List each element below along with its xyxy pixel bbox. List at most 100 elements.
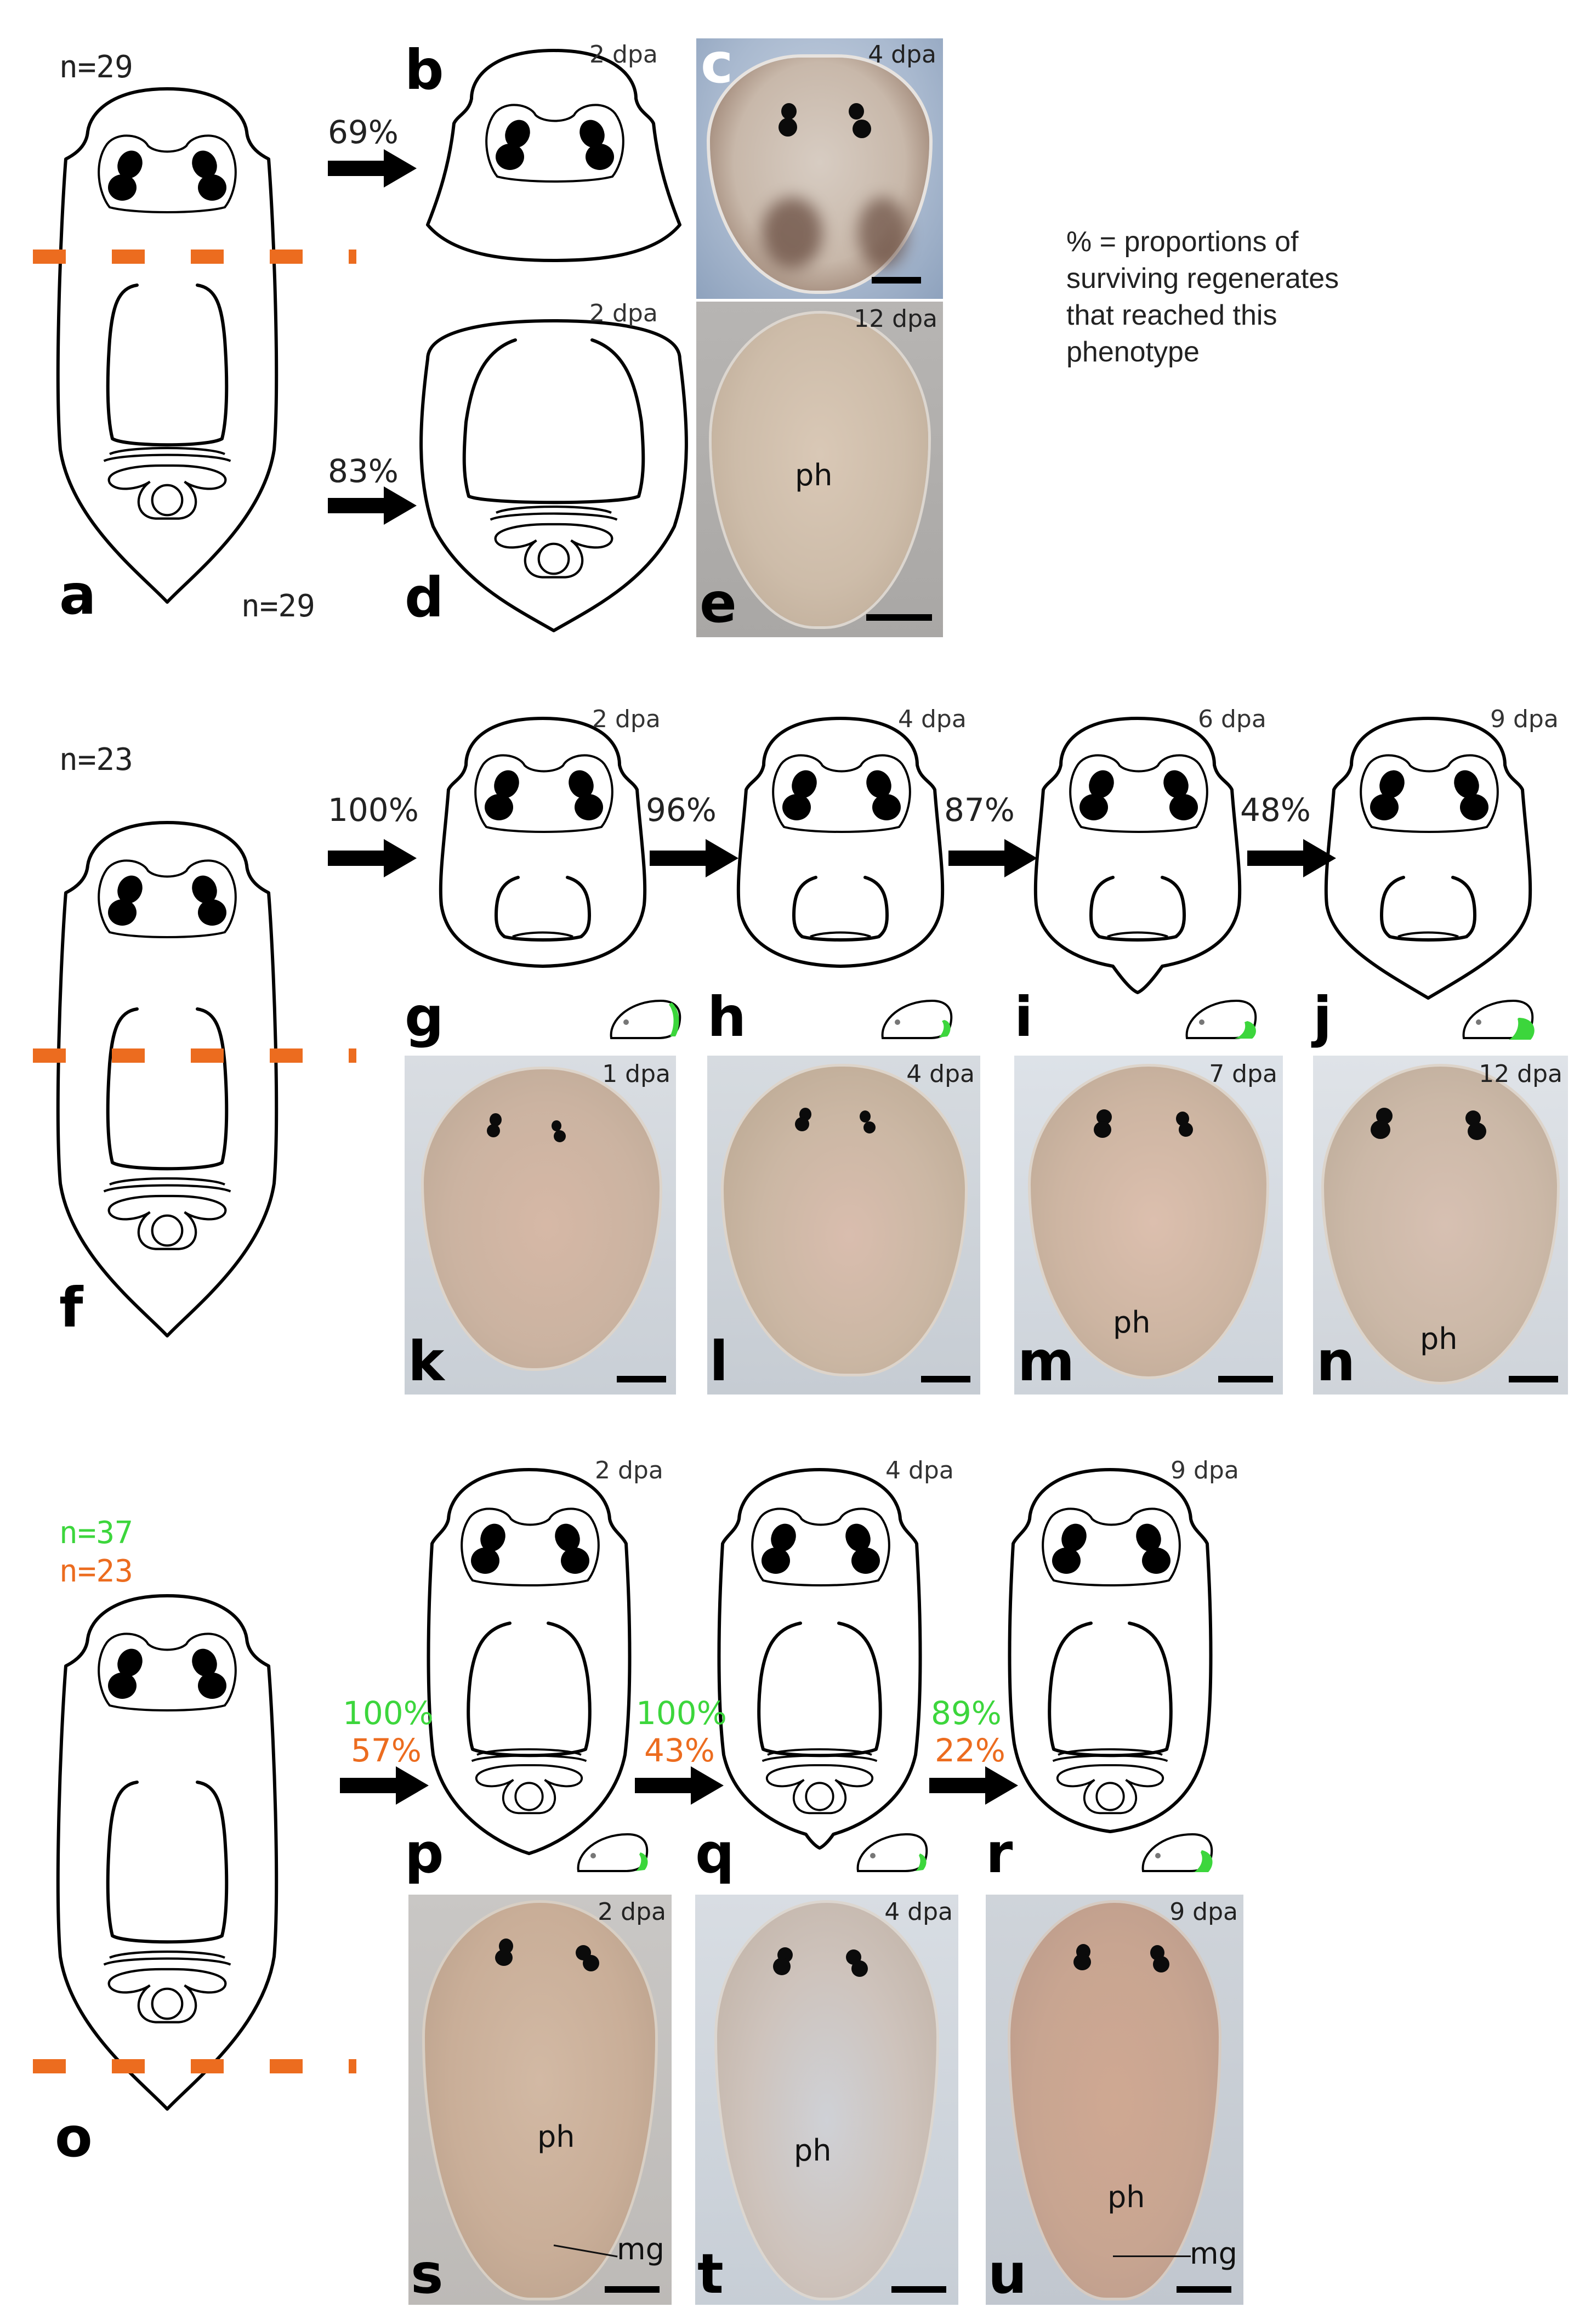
panel-label-u: u <box>988 2242 1027 2305</box>
tail-regenerate-p <box>427 1468 632 1855</box>
sample-size-o-green: n=37 <box>59 1515 133 1551</box>
arrow-to-q <box>635 1766 724 1805</box>
dpa-label-p: 2 dpa <box>595 1456 663 1484</box>
dpa-label-n: 12 dpa <box>1479 1060 1562 1088</box>
pharynx-label-n: ph <box>1420 1322 1458 1356</box>
photo-s: ph mg 2 dpa s <box>408 1895 672 2305</box>
pharynx-label-u: ph <box>1107 2180 1145 2214</box>
side-view-icon-i <box>1185 999 1257 1039</box>
scale-bar <box>1509 1376 1558 1382</box>
panel-label-a: a <box>59 563 96 627</box>
panel-label-g: g <box>405 985 444 1049</box>
percent-r-orange: 22% <box>935 1732 1005 1769</box>
photo-u: ph mg 9 dpa u <box>986 1895 1243 2305</box>
percent-d: 83% <box>328 452 399 490</box>
sample-size-o-orange: n=23 <box>59 1554 133 1589</box>
scale-bar <box>921 1376 970 1382</box>
panel-label-k: k <box>408 1329 445 1393</box>
arrow-to-r <box>929 1766 1018 1805</box>
side-view-icon-r <box>1141 1833 1213 1872</box>
worm-outline-b <box>426 49 681 262</box>
panel-label-d: d <box>405 565 444 630</box>
legend-note: % = proportions of surviving regenerates… <box>1066 226 1339 368</box>
scale-bar <box>866 614 932 621</box>
side-view-icon-q <box>856 1833 928 1872</box>
worm-outline-d <box>419 319 688 632</box>
panel-label-b: b <box>405 38 444 102</box>
dpa-label-l: 4 dpa <box>906 1060 975 1088</box>
pharynx-label-s: ph <box>537 2119 575 2154</box>
dpa-label-q: 4 dpa <box>885 1456 954 1484</box>
panel-label-e: e <box>700 571 737 635</box>
panel-label-c: c <box>701 38 734 95</box>
panel-label-l: l <box>709 1329 729 1393</box>
scale-bar <box>605 2286 660 2293</box>
percent-r-green: 89% <box>931 1694 1002 1732</box>
dpa-label-c: 4 dpa <box>868 41 936 69</box>
scale-bar <box>872 277 921 284</box>
worm-outline-a <box>56 87 279 604</box>
dpa-label-e: 12 dpa <box>854 305 937 333</box>
panel-label-m: m <box>1018 1329 1075 1393</box>
dpa-label-b: 2 dpa <box>589 41 658 69</box>
dpa-label-h: 4 dpa <box>898 705 967 733</box>
percent-q-orange: 43% <box>644 1732 715 1769</box>
head-regenerate-i <box>1033 717 1242 994</box>
mg-pointer-line <box>1113 2255 1191 2257</box>
scale-bar <box>617 1376 666 1382</box>
mouth-gonopore-label-s: mg <box>617 2232 664 2266</box>
tail-regenerate-r <box>1008 1468 1213 1833</box>
photo-c: 4 dpa c <box>696 38 943 299</box>
scale-bar <box>1218 1376 1273 1382</box>
mouth-gonopore-label-u: mg <box>1190 2236 1237 2271</box>
worm-outline-f <box>56 821 279 1337</box>
worm-outline-o <box>56 1594 279 2111</box>
pharynx-label-m: ph <box>1113 1305 1151 1340</box>
dpa-label-g: 2 dpa <box>592 705 661 733</box>
side-view-icon-p <box>577 1833 649 1872</box>
panel-label-h: h <box>707 985 747 1049</box>
dpa-label-k: 1 dpa <box>602 1060 671 1088</box>
panel-label-q: q <box>695 1821 735 1885</box>
percent-q-green: 100% <box>636 1694 727 1732</box>
dpa-label-s: 2 dpa <box>598 1898 666 1926</box>
sample-size-f: n=23 <box>59 742 133 778</box>
dpa-label-t: 4 dpa <box>884 1898 953 1926</box>
scale-bar <box>891 2286 946 2293</box>
dpa-label-m: 7 dpa <box>1209 1060 1277 1088</box>
tail-regenerate-q <box>717 1468 922 1850</box>
panel-label-s: s <box>411 2242 444 2305</box>
photo-k: 1 dpa k <box>405 1056 676 1395</box>
dpa-label-i: 6 dpa <box>1198 705 1266 733</box>
arrow-to-p <box>340 1766 429 1805</box>
percent-b: 69% <box>328 114 399 151</box>
panel-label-o: o <box>55 2105 93 2169</box>
dpa-label-j: 9 dpa <box>1490 705 1559 733</box>
panel-label-n: n <box>1316 1329 1356 1393</box>
photo-n: ph 12 dpa n <box>1313 1056 1568 1395</box>
side-view-icon-g <box>610 999 681 1039</box>
photo-l: 4 dpa l <box>707 1056 980 1395</box>
sample-size-a-bottom: n=29 <box>241 588 315 624</box>
side-view-icon-j <box>1462 999 1535 1040</box>
percent-g: 100% <box>328 791 419 829</box>
dpa-label-u: 9 dpa <box>1169 1898 1238 1926</box>
sample-size-a-top: n=29 <box>59 49 133 85</box>
panel-label-j: j <box>1313 985 1332 1049</box>
photo-t: ph 4 dpa t <box>695 1895 958 2305</box>
panel-label-p: p <box>405 1821 444 1885</box>
panel-label-t: t <box>697 2242 724 2305</box>
dpa-label-d: 2 dpa <box>589 299 658 327</box>
panel-label-r: r <box>986 1821 1013 1885</box>
head-regenerate-h <box>736 717 945 968</box>
percent-i: 87% <box>944 791 1015 829</box>
head-regenerate-g <box>439 717 647 968</box>
side-view-icon-h <box>881 999 953 1039</box>
pharynx-label-e: ph <box>795 458 833 492</box>
head-regenerate-j <box>1324 717 1532 1000</box>
panel-label-f: f <box>59 1276 83 1340</box>
photo-e: ph 12 dpa e <box>696 302 943 637</box>
photo-m: ph 7 dpa m <box>1014 1056 1283 1395</box>
